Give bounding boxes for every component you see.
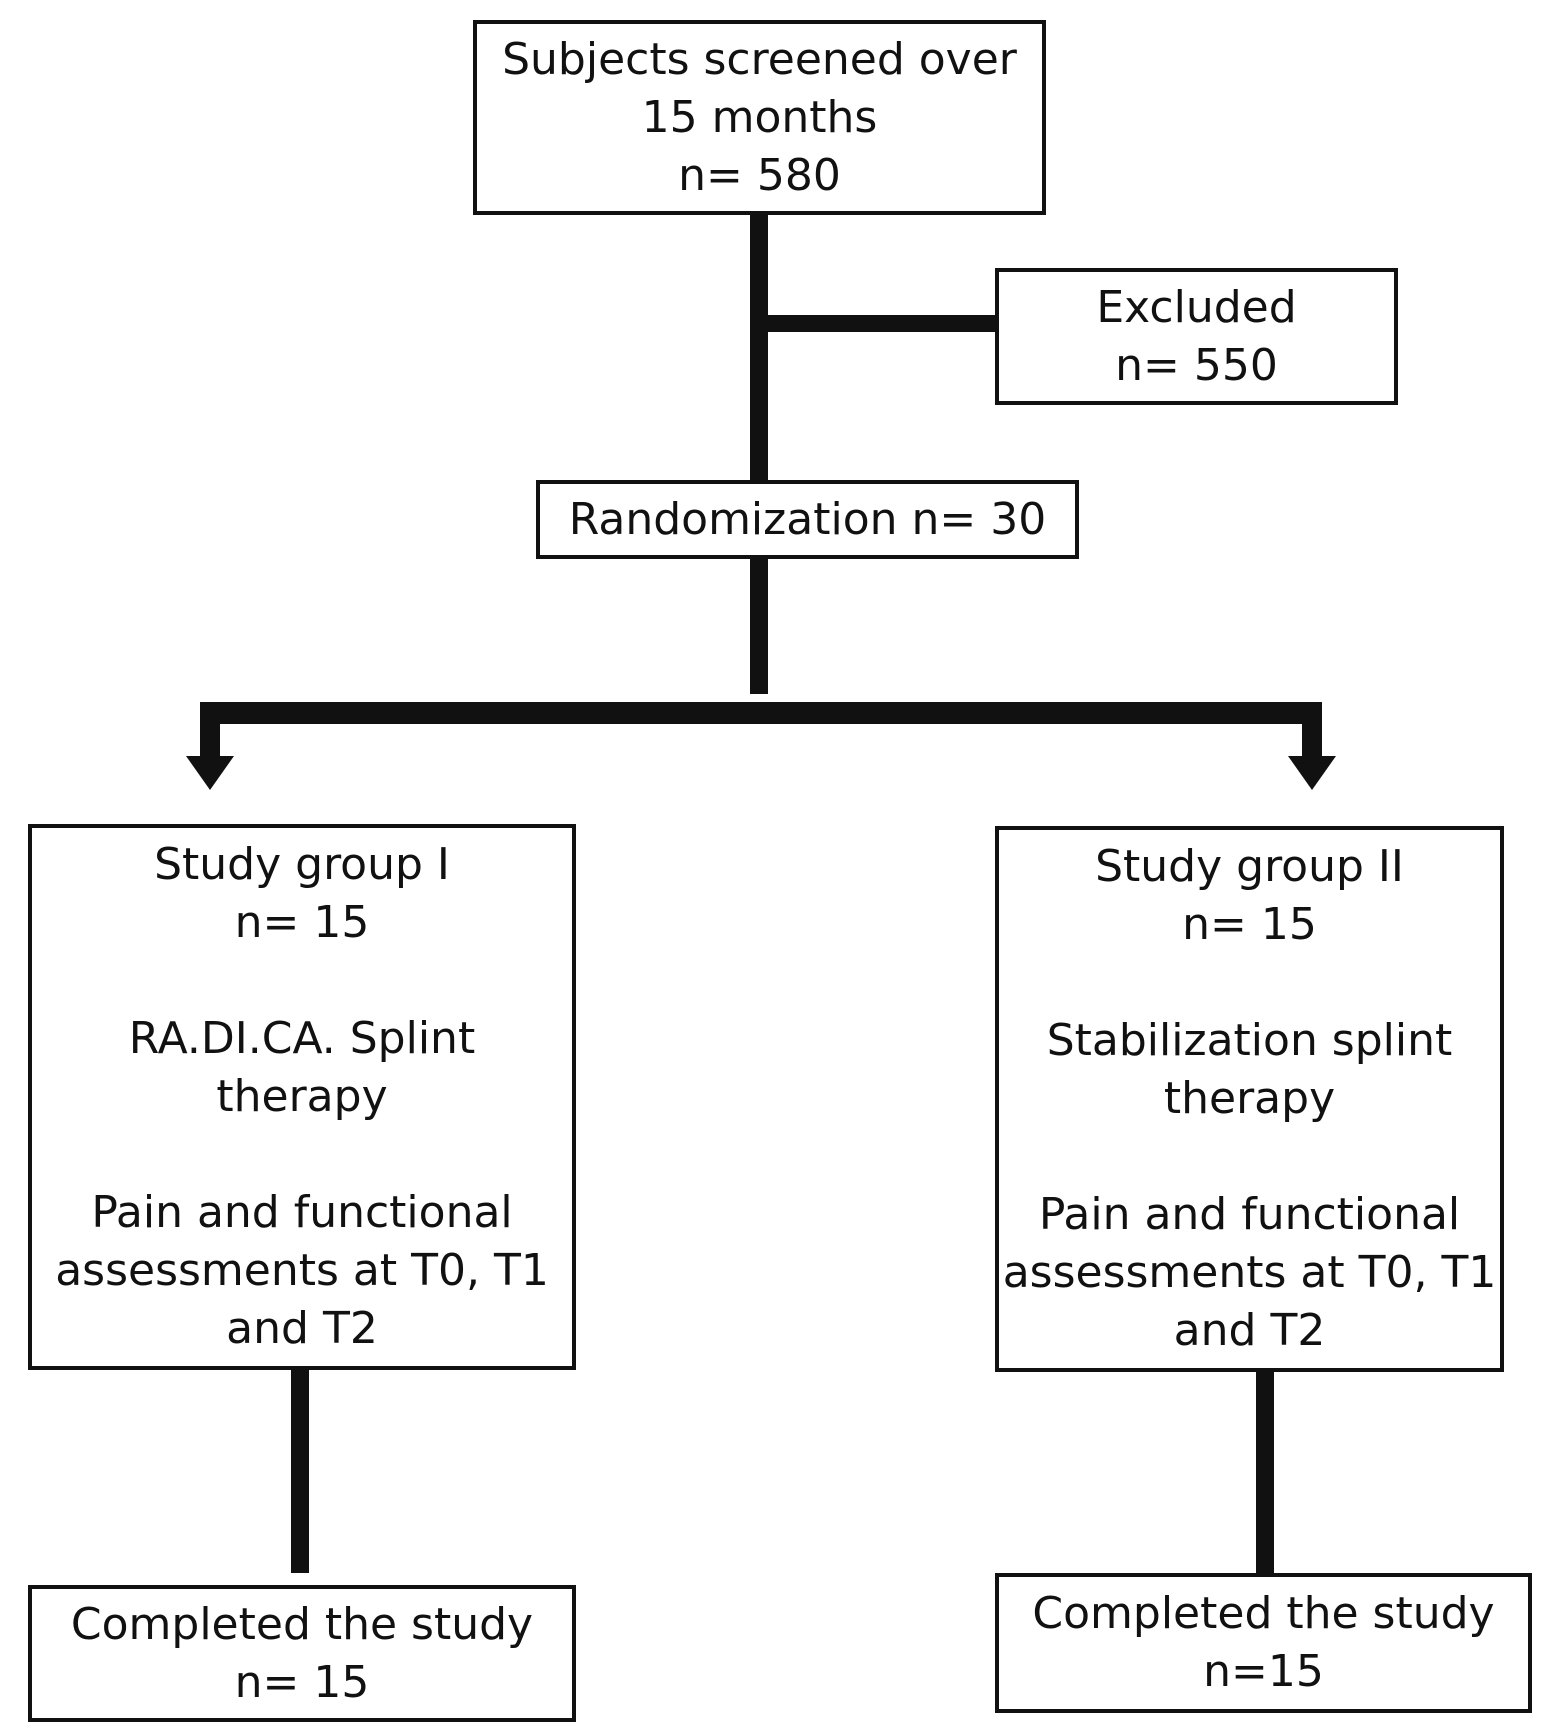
completed1-label: Completed the study <box>70 1598 534 1650</box>
completed1-count: n= 15 <box>234 1656 370 1708</box>
randomization-label: Randomization n= 30 <box>568 493 1047 545</box>
group2-count: n= 15 <box>1182 899 1317 950</box>
connector-left-stem <box>200 702 220 758</box>
screened-box: Subjects screened over 15 months n= 580 <box>473 20 1046 215</box>
screened-line1: Subjects screened over <box>502 33 1017 85</box>
group1-assess-line1: Pain and functional <box>91 1187 513 1238</box>
excluded-count: n= 550 <box>1115 339 1278 391</box>
group1-title: Study group I <box>154 839 450 890</box>
completed2-label: Completed the study <box>1032 1588 1495 1639</box>
screened-count: n= 580 <box>678 149 841 201</box>
group2-title: Study group II <box>1095 841 1404 892</box>
connector-split-bar <box>200 702 1322 724</box>
excluded-label: Excluded <box>1096 281 1297 333</box>
group2-therapy-line2: therapy <box>1163 1073 1336 1124</box>
group1-assess-line2: assessments at T0, T1 <box>55 1245 549 1296</box>
randomization-box: Randomization n= 30 <box>536 480 1079 559</box>
arrow-down-left-icon <box>186 756 234 790</box>
group2-assess-line1: Pain and functional <box>1038 1189 1461 1240</box>
connector-group2-to-completed <box>1256 1370 1274 1573</box>
group1-therapy-line2: therapy <box>216 1071 388 1122</box>
group1-count: n= 15 <box>234 897 370 948</box>
group2-assess-line2: assessments at T0, T1 <box>1002 1247 1497 1298</box>
study-group-2-box: Study group II n= 15 Stabilization splin… <box>995 826 1504 1372</box>
connector-right-stem <box>1302 702 1322 758</box>
group2-assess-line3: and T2 <box>1173 1305 1326 1356</box>
group1-assess-line3: and T2 <box>226 1303 378 1354</box>
screened-line2: 15 months <box>641 91 878 143</box>
completed2-count: n=15 <box>1203 1646 1324 1697</box>
study-group-1-box: Study group I n= 15 RA.DI.CA. Splint the… <box>28 824 576 1370</box>
arrow-down-right-icon <box>1288 756 1336 790</box>
group2-therapy-line1: Stabilization splint <box>1046 1015 1453 1066</box>
connector-to-excluded <box>768 315 996 332</box>
completed-group-2-box: Completed the study n=15 <box>995 1573 1532 1713</box>
group1-therapy-line1: RA.DI.CA. Splint <box>128 1013 476 1064</box>
completed-group-1-box: Completed the study n= 15 <box>28 1585 576 1722</box>
connector-randomization-to-split <box>750 557 768 694</box>
connector-screened-to-randomization <box>750 212 768 482</box>
excluded-box: Excluded n= 550 <box>995 268 1398 405</box>
connector-group1-to-completed <box>291 1368 309 1573</box>
